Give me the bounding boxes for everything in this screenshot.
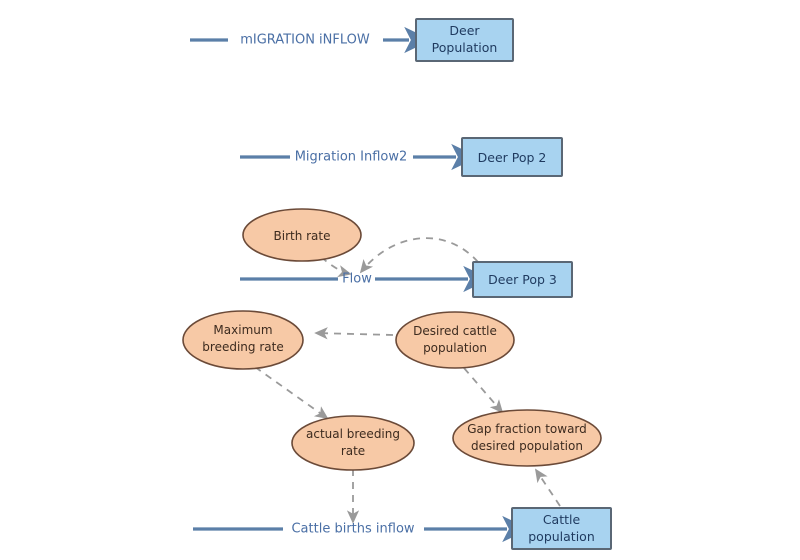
flow-label-flow: Flow (342, 272, 372, 287)
stock-label-deer-pop-2: Deer Pop 2 (478, 150, 547, 165)
aux-label-desired-cattle-population-line1: Desired cattle (413, 324, 497, 338)
flow-label-cattle-births-inflow: Cattle births inflow (291, 522, 414, 537)
aux-label-actual-breeding-rate-line2: rate (341, 444, 365, 458)
link-path-cattle-to-gap (535, 468, 561, 507)
aux-gap-fraction[interactable]: Gap fraction toward desired population (452, 409, 602, 467)
aux-ellipse-maximum-breeding-rate[interactable] (182, 310, 304, 370)
aux-ellipse-desired-cattle-population[interactable] (395, 311, 515, 369)
flow-flow[interactable]: Flow (240, 265, 491, 293)
aux-actual-breeding-rate[interactable]: actual breeding rate (291, 415, 415, 471)
stock-deer-population[interactable]: Deer Population (415, 18, 514, 62)
link-path-max-to-actual (254, 366, 329, 420)
stock-box-cattle-population[interactable] (511, 507, 612, 550)
aux-label-maximum-breeding-rate-line2: breeding rate (202, 340, 283, 354)
link-path-desired-to-max (314, 327, 394, 340)
flow-label-migration-inflow2: Migration Inflow2 (295, 150, 408, 165)
stock-box-deer-pop-3[interactable] (472, 261, 573, 298)
stock-label-cattle-population-line1: Cattle (543, 512, 581, 527)
aux-desired-cattle-population[interactable]: Desired cattle population (395, 311, 515, 369)
aux-ellipse-birth-rate[interactable] (242, 208, 362, 262)
flow-migration-inflow2[interactable]: Migration Inflow2 (240, 143, 479, 171)
link-cattle-population-to-gap-fraction (535, 468, 561, 507)
aux-ellipse-actual-breeding-rate[interactable] (291, 415, 415, 471)
stock-label-deer-population-line2: Population (432, 40, 498, 55)
stock-deer-pop-2[interactable]: Deer Pop 2 (461, 137, 563, 177)
stock-cattle-population[interactable]: Cattle population (511, 507, 612, 550)
flow-cattle-births-inflow[interactable]: Cattle births inflow (193, 515, 530, 543)
link-maximum-breeding-to-actual-breeding (254, 366, 329, 420)
aux-label-actual-breeding-rate-line1: actual breeding (306, 427, 400, 441)
link-desired-cattle-to-maximum-breeding (314, 327, 394, 340)
link-path-desired-to-gap (463, 367, 504, 414)
link-desired-cattle-to-gap-fraction (463, 367, 504, 414)
flow-label-migration-inflow: mIGRATION iNFLOW (240, 33, 370, 48)
stock-box-deer-population[interactable] (415, 18, 514, 62)
aux-birth-rate[interactable]: Birth rate (242, 208, 362, 262)
aux-label-gap-fraction-line1: Gap fraction toward (467, 422, 587, 436)
stock-label-cattle-population-line2: population (528, 529, 595, 544)
link-path-deer-pop-3-flow (359, 237, 479, 274)
aux-ellipse-gap-fraction[interactable] (452, 409, 602, 467)
aux-label-maximum-breeding-rate-line1: Maximum (213, 323, 272, 337)
stock-deer-pop-3[interactable]: Deer Pop 3 (472, 261, 573, 298)
flow-migration-inflow[interactable]: mIGRATION iNFLOW (190, 26, 432, 54)
aux-maximum-breeding-rate[interactable]: Maximum breeding rate (182, 310, 304, 370)
stock-box-deer-pop-2[interactable] (461, 137, 563, 177)
aux-label-birth-rate: Birth rate (274, 229, 331, 243)
aux-label-gap-fraction-line2: desired population (471, 439, 583, 453)
stock-label-deer-population-line1: Deer (449, 23, 480, 38)
aux-label-desired-cattle-population-line2: population (423, 341, 487, 355)
link-deer-pop-3-to-flow (359, 237, 479, 274)
stock-label-deer-pop-3: Deer Pop 3 (488, 272, 557, 287)
